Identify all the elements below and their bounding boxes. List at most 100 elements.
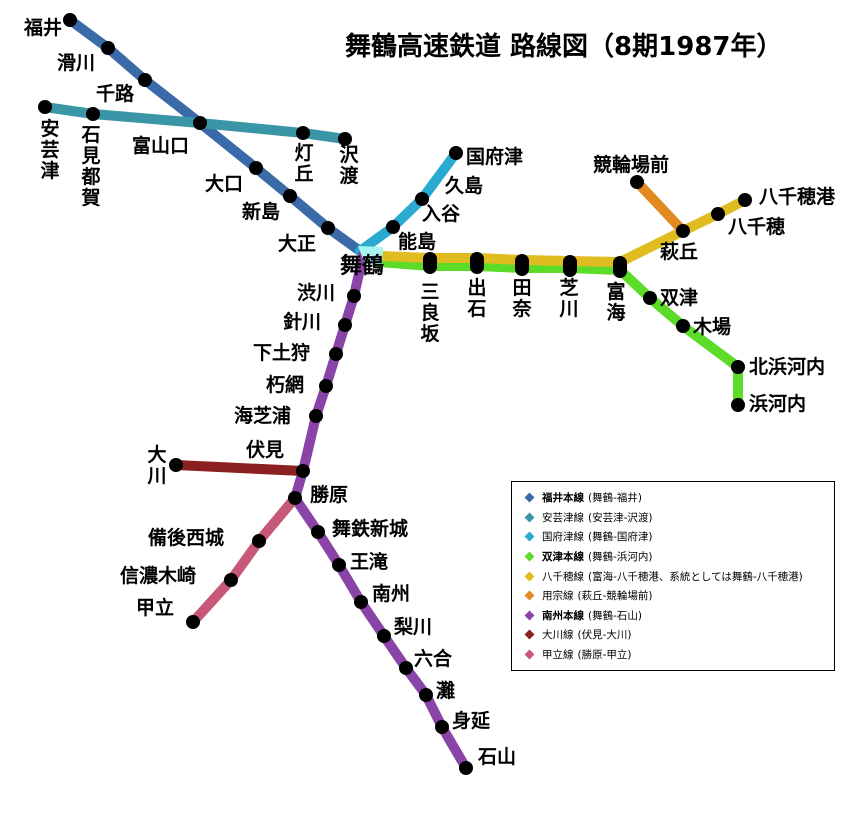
legend-line-name: 甲立線: [542, 649, 574, 662]
legend-line-range: (伏見-大川): [577, 629, 632, 642]
legend-line-range: (安芸津-沢渡): [588, 511, 653, 524]
legend-line-range: (萩丘-競輪場前): [577, 590, 653, 603]
station-dot-tooka[interactable]: [296, 126, 310, 140]
legend-line-name: 南州本線: [542, 609, 584, 622]
label-fukui: 福井: [23, 16, 62, 39]
station-dot-hagioka[interactable]: [676, 224, 690, 238]
map-title: 舞鶴高速鉄道 路線図（8期1987年）: [345, 31, 783, 62]
legend-line-name: 用宗線: [542, 590, 574, 603]
station-dot-shimotogari[interactable]: [329, 347, 343, 361]
legend-line-range: (舞鶴-福井): [588, 492, 642, 505]
label-tooka: 灯丘: [294, 142, 313, 185]
station-dot-katsuhara[interactable]: [288, 491, 302, 505]
station-dot-nada[interactable]: [419, 688, 433, 702]
station-dot-kokufutsu[interactable]: [449, 146, 463, 160]
station-dot-yachihoko[interactable]: [738, 193, 752, 207]
diamond-icon: [524, 610, 535, 621]
station-dot-kushima[interactable]: [415, 192, 429, 206]
label-kushima: 久島: [445, 174, 483, 197]
station-dot-ishiyama[interactable]: [459, 761, 473, 775]
diamond-icon: [524, 590, 535, 601]
station-dot-yachiho[interactable]: [711, 207, 725, 221]
station-dot-sozu[interactable]: [643, 291, 657, 305]
legend-line-range: (舞鶴-国府津): [588, 531, 653, 544]
legend-line-range: (舞鶴-浜河内): [588, 551, 653, 564]
label-kaishiura: 海芝浦: [234, 404, 291, 427]
label-yachiho: 八千穂: [728, 215, 785, 238]
station-dot-namekawa[interactable]: [101, 41, 115, 55]
station-dot-niijima[interactable]: [283, 189, 297, 203]
diamond-icon: [524, 492, 535, 503]
station-dot-sanryozaka[interactable]: [423, 252, 437, 274]
station-dot-fukui[interactable]: [63, 13, 77, 27]
diamond-icon: [524, 571, 535, 582]
legend-line-name: 安芸津線: [542, 511, 584, 524]
legend-item: 南州本線(舞鶴-石山): [524, 606, 826, 626]
label-kutsuami: 朽網: [266, 373, 304, 396]
station-dot-keirinjomae[interactable]: [630, 175, 644, 189]
label-niijima: 新島: [242, 200, 280, 223]
station-dot-maitetsushinjo[interactable]: [311, 525, 325, 539]
label-shibukawa: 渋川: [297, 281, 335, 304]
station-dot-kutsuami[interactable]: [319, 379, 333, 393]
legend-item: 福井本線 (舞鶴-福井): [524, 488, 826, 508]
legend-item: 八千穂線(富海-八千穂港、系統としては舞鶴-八千穂港): [524, 566, 826, 586]
line-koryu: [188, 493, 300, 627]
station-dot-sawatari[interactable]: [338, 132, 352, 146]
station-dot-shinanokizaki[interactable]: [224, 573, 238, 587]
station-dot-koryu[interactable]: [186, 615, 200, 629]
station-dot-harikawa[interactable]: [338, 318, 352, 332]
label-minobu: 身延: [452, 709, 491, 732]
label-hagioka: 萩丘: [660, 241, 698, 263]
station-dot-tomiumi[interactable]: [613, 256, 627, 278]
station-dot-shibakawa[interactable]: [563, 255, 577, 277]
legend-item: 安芸津線 (安芸津-沢渡): [524, 508, 826, 528]
station-dot-akitsu[interactable]: [38, 100, 52, 114]
diamond-icon: [524, 630, 535, 640]
legend: 福井本線(舞鶴-福井) 安芸津線(安芸津-沢渡) 国府津線(舞鶴-国府津) 双津…: [511, 481, 835, 671]
label-koryu: 甲立: [136, 596, 174, 619]
station-dot-otaki[interactable]: [332, 558, 346, 572]
station-dot-iwamitoga[interactable]: [86, 107, 100, 121]
label-iwamitoga: 石見都賀: [80, 124, 100, 209]
station-dot-ookuchi[interactable]: [249, 161, 263, 175]
station-dot-taisho[interactable]: [321, 221, 335, 235]
station-dot-izuishi[interactable]: [470, 252, 484, 274]
label-senro: 千路: [96, 82, 135, 105]
station-dot-hamakochi[interactable]: [731, 398, 745, 412]
station-dot-rokugo[interactable]: [399, 661, 413, 675]
diamond-icon: [524, 512, 535, 523]
station-dot-kaishiura[interactable]: [309, 409, 323, 423]
station-dot-kiba[interactable]: [676, 319, 690, 333]
label-nada: 灘: [436, 679, 455, 702]
label-nashikawa: 梨川: [393, 615, 432, 638]
label-akitsu: 安芸津: [40, 117, 59, 182]
station-dot-kitahamakochi[interactable]: [731, 360, 745, 374]
station-labels: 福井 滑川 千路 富山口 大口 新島 大正 舞鶴 国府津 久島 入谷 能島 双津…: [23, 16, 836, 768]
label-namekawa: 滑川: [57, 52, 95, 74]
station-dot-okawa[interactable]: [169, 458, 183, 472]
maizuru-hub: [358, 246, 383, 266]
station-dot-tomiyamaguchi[interactable]: [193, 116, 207, 130]
label-nanshu: 南州: [372, 583, 410, 605]
station-dot-bingosaijo[interactable]: [252, 534, 266, 548]
station-dot-shibukawa[interactable]: [347, 289, 361, 303]
station-dot-iriya[interactable]: [386, 220, 400, 234]
station-dot-minobu[interactable]: [435, 720, 449, 734]
station-dot-tana[interactable]: [515, 254, 529, 276]
station-dot-nashikawa[interactable]: [377, 629, 391, 643]
station-dot-nanshu[interactable]: [354, 595, 368, 609]
label-yachihoko: 八千穂港: [759, 185, 836, 208]
label-kiba: 木場: [692, 315, 731, 338]
line-fukui-main: [65, 15, 365, 256]
legend-line-name: 国府津線: [542, 531, 584, 544]
legend-line-name: 大川線: [542, 629, 574, 642]
legend-line-name: 福井本線: [542, 492, 584, 505]
diamond-icon: [524, 551, 535, 562]
label-sozu: 双津: [660, 286, 698, 309]
station-dot-fushimi[interactable]: [296, 464, 310, 478]
label-bingosaijo: 備後西城: [148, 526, 224, 549]
station-dot-senro[interactable]: [138, 73, 152, 87]
station-markers: [38, 13, 752, 775]
